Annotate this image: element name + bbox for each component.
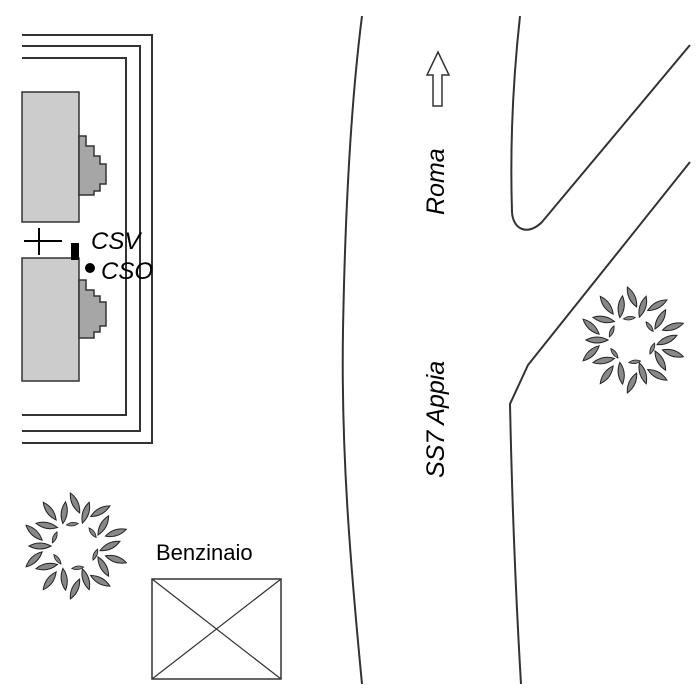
- tree-leaf: [661, 348, 685, 358]
- tree-leaf: [89, 574, 111, 587]
- csv-label: CSV: [91, 228, 142, 255]
- tree-leaf: [584, 336, 610, 344]
- tree-leaf: [617, 294, 625, 319]
- road-name-label: SS7 Appia: [422, 361, 450, 478]
- building-block-upper: [21, 91, 80, 223]
- tree-leaf: [27, 542, 53, 550]
- tree-leaf: [42, 501, 57, 521]
- tree-leaf: [661, 322, 685, 332]
- tree-leaf: [97, 556, 110, 578]
- tree-leaf: [69, 578, 81, 600]
- tree-leaf: [654, 308, 667, 330]
- gas-station-label: Benzinaio: [156, 540, 253, 565]
- tree-leaf: [626, 286, 638, 308]
- building-wing-lower: [78, 279, 107, 339]
- tree-leaf: [645, 321, 654, 333]
- tree-leaf: [89, 505, 111, 518]
- building-complex: CSV CSO: [21, 34, 153, 444]
- tree-icon: [582, 286, 685, 394]
- tree-leaf: [53, 553, 62, 565]
- tree-leaf: [626, 372, 638, 394]
- tree-leaf: [599, 295, 614, 315]
- tree-leaf: [70, 565, 85, 571]
- tree-icon: [25, 492, 128, 600]
- tree-leaf: [654, 350, 667, 372]
- road-edge-east-upper: [510, 15, 691, 231]
- arrow-up-icon: [425, 50, 451, 107]
- tree-leaf: [69, 492, 81, 514]
- tree-leaf: [81, 501, 91, 525]
- tree-leaf: [608, 325, 615, 338]
- cso-label: CSO: [101, 258, 153, 285]
- tree-leaf: [599, 365, 614, 385]
- tree-leaf: [104, 554, 128, 564]
- tree-leaf: [51, 531, 58, 544]
- tree-leaf: [646, 299, 668, 312]
- tree-leaf: [591, 356, 616, 365]
- tree-leaf: [60, 567, 68, 592]
- cross-icon: [24, 228, 62, 255]
- tree-leaf: [97, 514, 110, 536]
- tree-leaf: [34, 562, 59, 571]
- tree-leaf: [25, 524, 43, 541]
- gas-station: Benzinaio: [151, 540, 282, 680]
- tree-leaf: [582, 345, 600, 362]
- tree-leaf: [582, 318, 600, 335]
- tree-leaf: [92, 548, 99, 561]
- tree-leaf: [638, 295, 648, 319]
- tree-leaf: [591, 315, 616, 324]
- tree-leaf: [99, 540, 121, 552]
- tree-leaf: [34, 521, 59, 530]
- middle-wall: [22, 45, 141, 432]
- cso-marker: [85, 263, 95, 273]
- tree-leaf: [638, 361, 648, 385]
- tree-leaf: [617, 361, 625, 386]
- tree-leaf: [656, 334, 678, 346]
- inner-wall: [22, 57, 127, 416]
- building-wing-upper: [78, 135, 107, 196]
- tree-leaf: [60, 500, 68, 525]
- tree-leaf: [627, 359, 642, 365]
- tree-leaf: [104, 528, 128, 538]
- tree-leaf: [610, 347, 619, 359]
- tree-leaf: [622, 315, 637, 321]
- gas-station-box: [151, 578, 282, 680]
- road-north-label: Roma: [422, 148, 450, 215]
- tree-leaf: [25, 551, 43, 568]
- outer-wall: [22, 34, 153, 444]
- csv-marker: [71, 243, 79, 260]
- tree-leaf: [81, 567, 91, 591]
- tree-leaf: [42, 571, 57, 591]
- tree-leaf: [88, 527, 97, 539]
- building-block-lower: [21, 257, 80, 382]
- road: [341, 15, 691, 685]
- tree-leaf: [646, 368, 668, 381]
- road-edge-west: [341, 15, 363, 685]
- tree-leaf: [65, 521, 80, 527]
- tree-leaf: [649, 342, 656, 355]
- road-edge-east-lower: [508, 161, 691, 685]
